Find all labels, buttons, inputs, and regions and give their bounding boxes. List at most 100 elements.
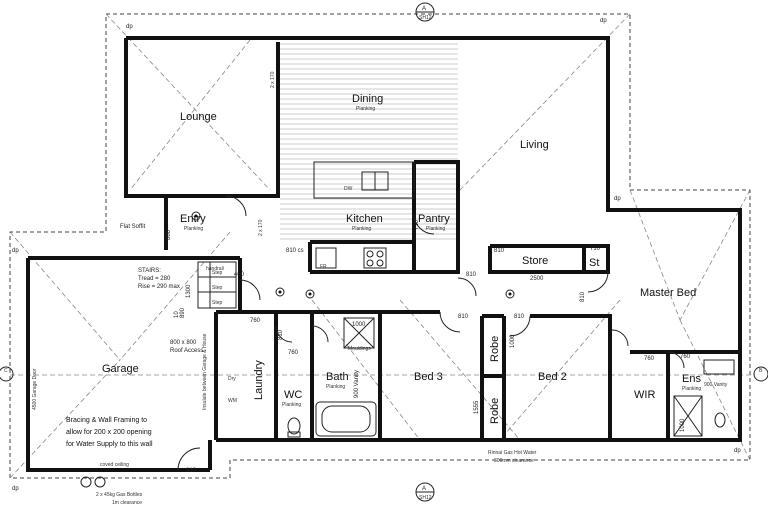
room-entry-floor: Planking bbox=[184, 226, 203, 232]
section-ref-top: SH12 bbox=[419, 15, 432, 21]
note-hot-water: Rinnai Gas Hot Water bbox=[488, 450, 537, 456]
room-bath-floor: Planking bbox=[326, 384, 345, 390]
note-gas-clearance: 1m clearance bbox=[112, 500, 142, 506]
room-pantry: Pantry bbox=[418, 213, 450, 225]
wc-toilet bbox=[287, 417, 301, 438]
note-bracing-1: Bracing & Wall Framing to bbox=[66, 417, 147, 424]
note-bracing-2: allow for 200 x 200 opening bbox=[66, 429, 152, 436]
note-mouldings: Mouldings bbox=[348, 346, 371, 352]
interior-walls bbox=[126, 42, 740, 440]
room-garage: Garage bbox=[102, 363, 139, 375]
dp-left: dp bbox=[12, 248, 19, 254]
section-b-right: B bbox=[759, 368, 763, 374]
kitchen-island bbox=[313, 161, 415, 199]
dim-760-laundry: 760 bbox=[250, 318, 261, 324]
dim-810-garage: 810 bbox=[186, 468, 197, 474]
section-ref-bottom: SH12 bbox=[419, 495, 432, 501]
fridge bbox=[315, 247, 337, 269]
room-laundry: Laundry bbox=[253, 360, 265, 400]
room-wc: WC bbox=[284, 389, 302, 401]
note-stairs-rise: Rise = 290 max bbox=[138, 284, 180, 290]
room-wir: WIR bbox=[634, 389, 655, 401]
note-beam: 2 x 170 bbox=[270, 71, 276, 88]
section-a-bottom: A bbox=[422, 486, 426, 492]
room-wc-floor: Planking bbox=[282, 402, 301, 408]
dim-2500: 2500 bbox=[530, 276, 544, 282]
note-garage-door: 4500 Garage Door bbox=[32, 368, 38, 410]
dim-10: 10 bbox=[174, 311, 180, 318]
room-bath: Bath bbox=[326, 371, 349, 383]
note-beam-2: 2 x 170 bbox=[258, 219, 264, 236]
dim-1000-robe: 1000 bbox=[510, 334, 516, 348]
dim-710-st: 710 bbox=[590, 246, 601, 252]
dp-bottom-left: dp bbox=[12, 486, 19, 492]
note-step-3: Step bbox=[212, 300, 223, 306]
section-marker-right bbox=[753, 366, 768, 382]
note-stairs-tread: Tread = 280 bbox=[138, 276, 171, 282]
note-roof-access-2: Roof Access bbox=[170, 348, 203, 354]
note-ens-vanity: 900 Vanity bbox=[704, 382, 728, 388]
room-store: Store bbox=[522, 255, 548, 267]
dim-860: 860 bbox=[166, 229, 172, 240]
dim-810-master: 810 bbox=[580, 291, 586, 302]
dining-planking bbox=[280, 43, 458, 240]
dim-810-bed2: 810 bbox=[514, 314, 525, 320]
section-marker-bottom bbox=[415, 482, 435, 502]
dim-760-wir: 760 bbox=[644, 356, 655, 362]
room-kitchen: Kitchen bbox=[346, 213, 383, 225]
note-insulate: Insulate between Garage & House bbox=[202, 333, 208, 410]
shower bbox=[343, 317, 375, 349]
exterior-walls bbox=[26, 36, 742, 472]
door-swings bbox=[177, 195, 685, 471]
room-dining-floor: Planking bbox=[356, 106, 375, 112]
roof-outline bbox=[9, 13, 751, 479]
room-ens: Ens bbox=[682, 373, 701, 385]
note-roof-access: 800 x 800 bbox=[170, 340, 197, 346]
dim-1300: 1300 bbox=[186, 284, 192, 298]
room-bed3: Bed 3 bbox=[414, 371, 443, 383]
note-dw: DW bbox=[344, 186, 353, 192]
dp-right-bottom: dp bbox=[734, 448, 741, 454]
ens-fittings bbox=[673, 359, 735, 437]
note-flat-soffit: Flat Soffit bbox=[120, 224, 146, 230]
dim-890: 890 bbox=[180, 307, 186, 318]
dim-760-ens: 760 bbox=[680, 354, 691, 360]
note-handrail: handrail bbox=[206, 266, 224, 272]
section-c-left: C bbox=[4, 368, 8, 374]
dim-810-store: 810 bbox=[494, 248, 505, 254]
section-a-top: A bbox=[422, 6, 426, 12]
dim-710-pantry: 710 bbox=[414, 219, 420, 230]
dp-top-right: dp bbox=[600, 18, 607, 24]
dim-400: 400 bbox=[234, 272, 245, 278]
dim-900-vanity-bath: 900 Vanity bbox=[354, 370, 360, 398]
gas-bottles bbox=[80, 476, 106, 488]
dim-1555: 1555 bbox=[474, 400, 480, 414]
dp-mid-right: dp bbox=[614, 196, 621, 202]
note-coved-ceiling: coved ceiling bbox=[100, 462, 129, 468]
dim-810-laundry: 810 bbox=[278, 329, 284, 340]
room-entry: Entry bbox=[180, 213, 206, 225]
note-hot-water-clearance: 300mm clearance bbox=[494, 458, 534, 464]
dim-1000-ens: 1000 bbox=[680, 418, 686, 432]
room-ens-floor: Planking bbox=[682, 386, 701, 392]
note-gas-bottles: 2 x 45kg Gas Bottles bbox=[96, 492, 143, 498]
room-dining: Dining bbox=[352, 93, 383, 105]
note-fr: FR bbox=[320, 264, 327, 270]
note-step-1: Step bbox=[212, 270, 223, 276]
dim-1000-bath: 1000 bbox=[352, 322, 366, 328]
room-robe-bottom: Robe bbox=[489, 398, 501, 424]
room-bed2: Bed 2 bbox=[538, 371, 567, 383]
note-stairs-title: STAIRS: bbox=[138, 268, 161, 274]
dim-810-cs: 810 cs bbox=[286, 248, 304, 254]
bathtub bbox=[315, 401, 377, 437]
note-step-2: Step bbox=[212, 285, 223, 291]
room-living: Living bbox=[520, 139, 549, 151]
dp-top-left: dp bbox=[126, 24, 133, 30]
room-pantry-floor: Planking bbox=[426, 226, 445, 232]
dim-760-wc: 760 bbox=[288, 350, 299, 356]
section-marker-left bbox=[0, 366, 14, 382]
light-fittings bbox=[191, 211, 515, 299]
room-lounge: Lounge bbox=[180, 111, 217, 123]
note-bracing-3: for Water Supply to this wall bbox=[66, 441, 153, 448]
dim-810-pantry: 810 bbox=[466, 272, 477, 278]
